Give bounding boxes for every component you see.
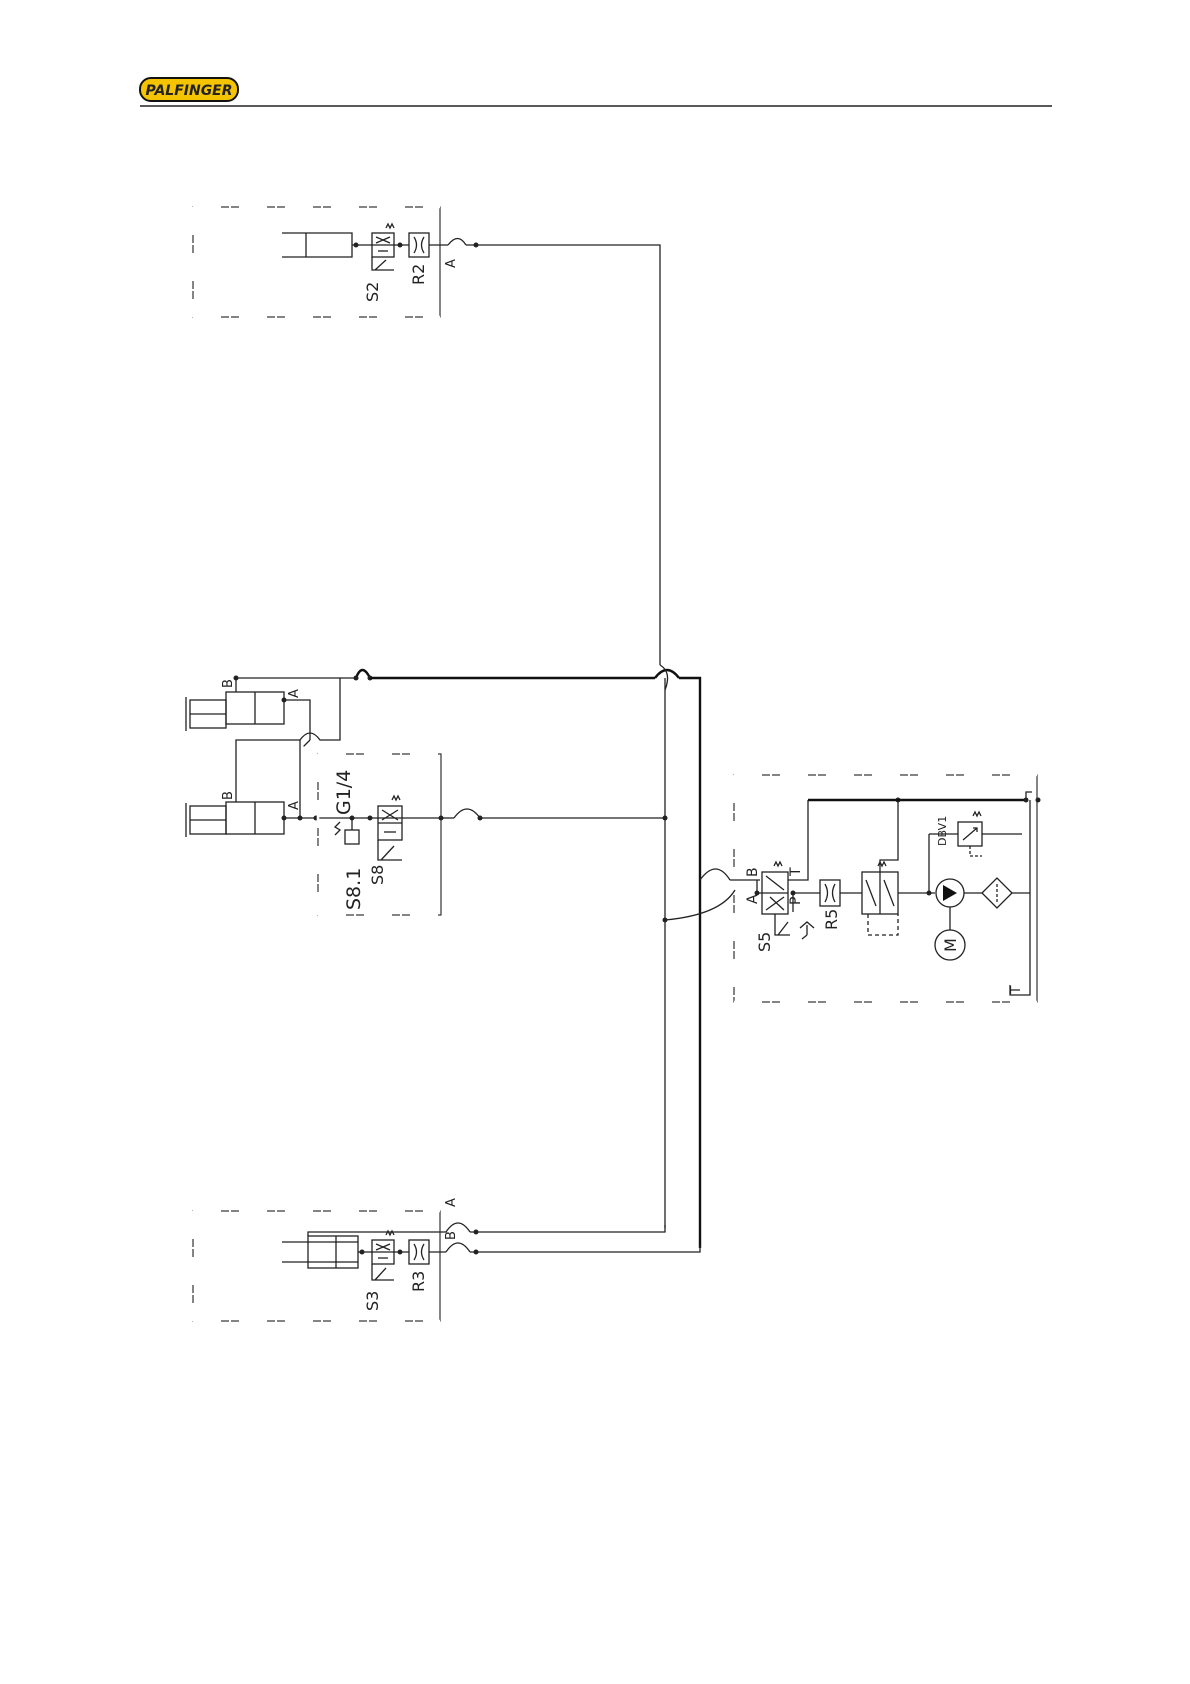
middle-unit: S8.1 G1/4 S8 bbox=[318, 754, 444, 915]
port-size-g1-4: G1/4 bbox=[333, 770, 355, 815]
top-unit: S2 R2 A bbox=[193, 207, 459, 317]
valve-label-s5: S5 bbox=[755, 932, 774, 952]
port-label-t-s5: T bbox=[788, 867, 804, 877]
restrictor-label-r2: R2 bbox=[409, 264, 428, 285]
valve-label-s3: S3 bbox=[363, 1291, 382, 1311]
valve-label-s2: S2 bbox=[363, 282, 382, 302]
cylinder-upper-port-a: A bbox=[287, 689, 302, 698]
cylinder-upper-port-b: B bbox=[221, 679, 236, 688]
switch-label-s8-1: S8.1 bbox=[343, 868, 365, 910]
cylinder-upper: B A bbox=[186, 676, 356, 741]
restrictor-label-r5: R5 bbox=[822, 909, 841, 930]
relief-valve-label-dbv1: DBV1 bbox=[936, 816, 949, 846]
port-label-a-bottom: A bbox=[444, 1198, 459, 1207]
port-label-a-s5: A bbox=[745, 894, 761, 904]
motor-label-m: M bbox=[941, 938, 960, 952]
port-label-b-s5: B bbox=[745, 867, 761, 877]
palfinger-logo: PALFINGER bbox=[140, 78, 238, 101]
restrictor-label-r3: R3 bbox=[409, 1271, 428, 1292]
port-label-a-top: A bbox=[444, 259, 459, 268]
bottom-unit: S3 R3 A B bbox=[193, 1198, 459, 1321]
valve-label-s8: S8 bbox=[368, 865, 387, 885]
tank-label-t: T bbox=[1009, 986, 1024, 995]
power-unit: S5 B T A P R5 DBV1 bbox=[665, 775, 1041, 1002]
cylinder-lower-port-a: A bbox=[287, 801, 302, 810]
port-label-p-s5: P bbox=[788, 897, 804, 905]
brand-text: PALFINGER bbox=[145, 83, 232, 99]
cylinder-lower-port-b: B bbox=[221, 791, 236, 800]
